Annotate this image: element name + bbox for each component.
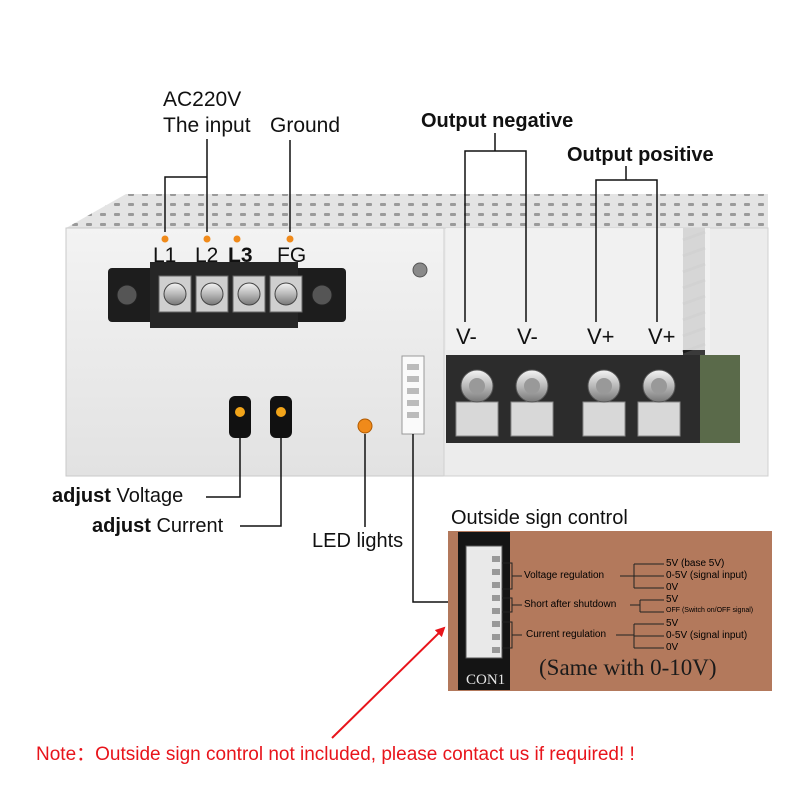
c-5v: 5V xyxy=(666,618,679,629)
output-negative-label: Output negative xyxy=(421,110,574,132)
outside-sign-control-panel xyxy=(448,531,772,691)
adjust-voltage-rest: Voltage xyxy=(116,485,184,507)
c-0v: 0V xyxy=(666,642,679,653)
input-terminal-block xyxy=(108,262,346,328)
terminal-fg: FG xyxy=(277,244,307,267)
terminal-v-minus-2: V- xyxy=(517,324,538,349)
input-leader-lines xyxy=(164,139,291,232)
voltage-regulation-label: Voltage regulation xyxy=(524,570,605,581)
ac-input-label-line1: AC220V xyxy=(163,88,242,111)
output-positive-label: Output positive xyxy=(567,144,714,166)
led-indicator xyxy=(357,418,373,434)
terminal-v-plus-1: V+ xyxy=(587,324,615,349)
same-with-note: (Same with 0-10V) xyxy=(539,655,717,680)
red-pointer-arrow xyxy=(331,626,446,739)
v-0v: 0V xyxy=(666,582,679,593)
adjust-current-rest: Current xyxy=(156,515,224,537)
terminal-l2: L2 xyxy=(195,244,219,267)
ac-input-label-line2: The input xyxy=(163,114,251,137)
terminal-v-plus-2: V+ xyxy=(648,324,676,349)
voltage-potentiometer xyxy=(229,396,251,438)
led-lights-label: LED lights xyxy=(312,530,404,552)
terminal-l1: L1 xyxy=(153,244,177,267)
output-bolts xyxy=(455,369,681,437)
v-5v-base: 5V (base 5V) xyxy=(666,558,725,569)
terminal-l3: L3 xyxy=(228,244,253,267)
con1-label: CON1 xyxy=(466,672,506,688)
adjust-current-bold: adjust xyxy=(92,515,151,537)
current-potentiometer xyxy=(270,396,292,438)
adjust-voltage-bold: adjust xyxy=(52,485,111,507)
outside-sign-control-label: Outside sign control xyxy=(451,507,628,529)
s-5v: 5V xyxy=(666,594,679,605)
terminal-v-minus-1: V- xyxy=(456,324,477,349)
note-text: Note：Outside sign control not included, … xyxy=(36,744,635,765)
top-vent-cover xyxy=(66,194,768,228)
ground-label: Ground xyxy=(270,114,341,137)
adjust-current-label: adjust Current xyxy=(92,515,223,538)
adjust-voltage-label: adjust Voltage xyxy=(52,485,183,508)
current-regulation-label: Current regulation xyxy=(526,629,607,640)
output-leader-lines xyxy=(464,133,658,322)
short-after-shutdown-label: Short after shutdown xyxy=(524,599,617,610)
v-0-5v-signal: 0-5V (signal input) xyxy=(666,570,748,581)
s-off-switch: OFF (Switch on/OFF signal) xyxy=(666,607,754,614)
c-0-5v-signal: 0-5V (signal input) xyxy=(666,630,748,641)
